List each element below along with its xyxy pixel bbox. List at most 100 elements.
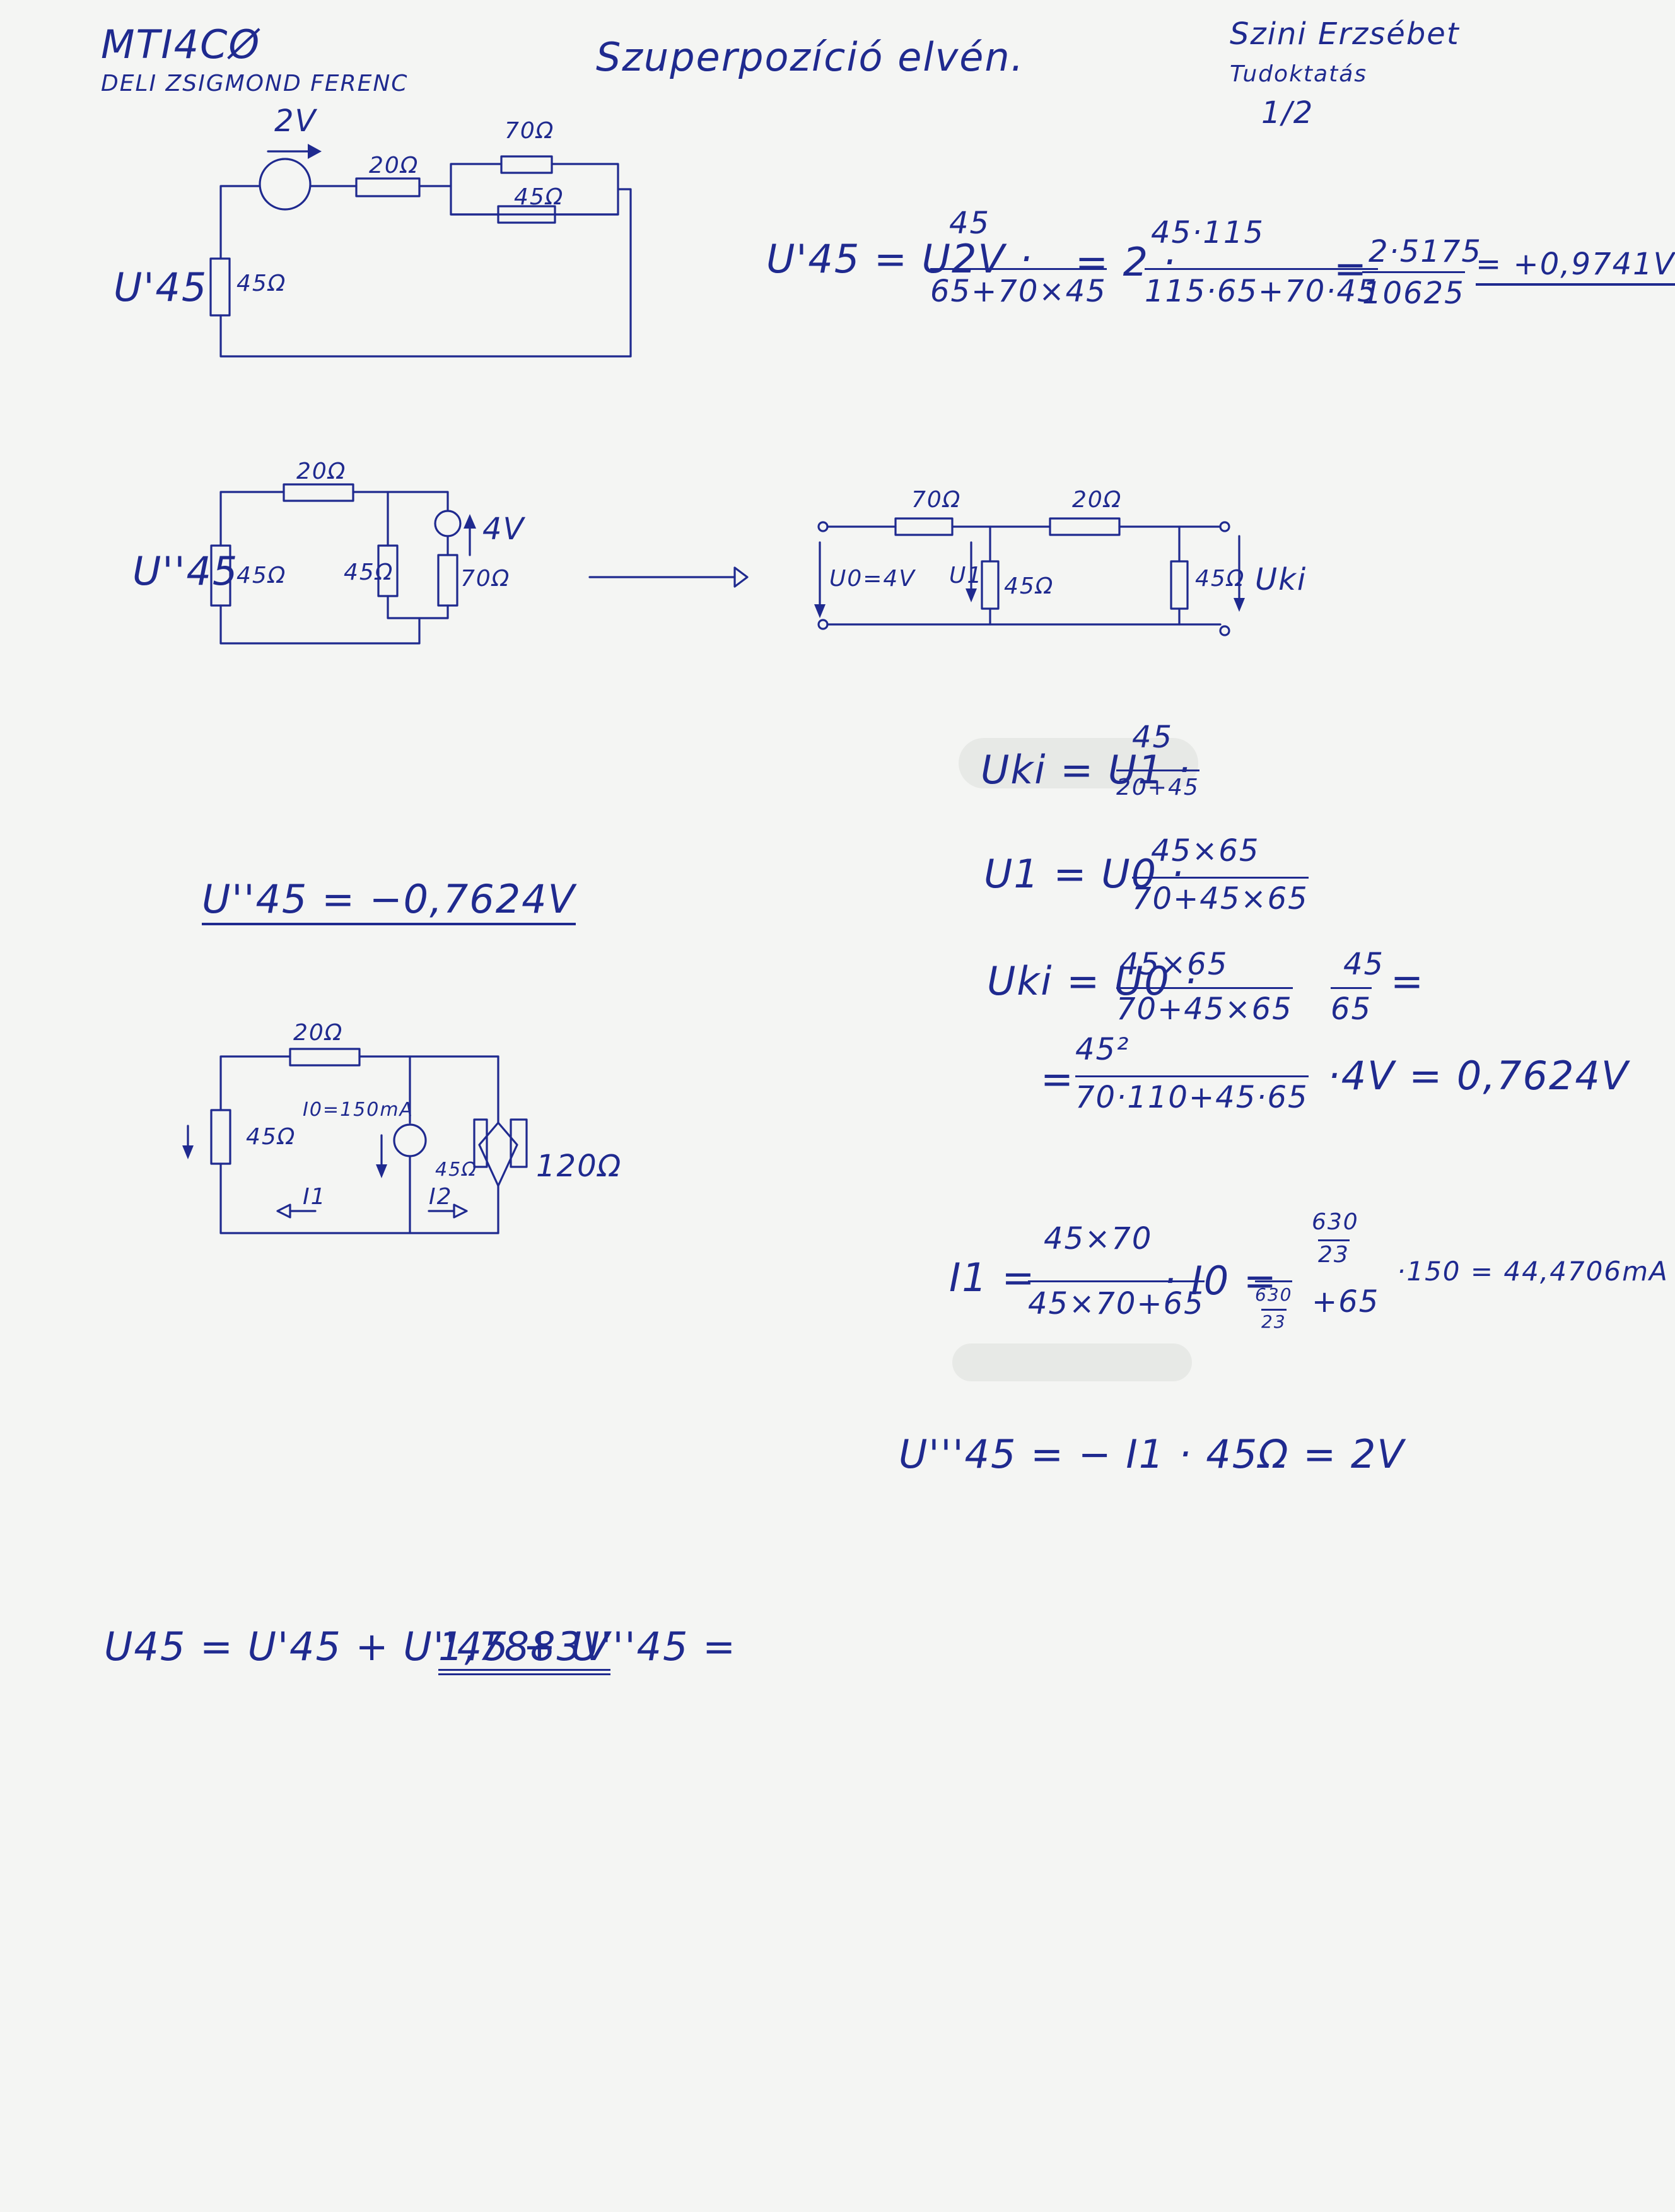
resistor-70 [500,155,553,174]
fraction-numerator: 630 [1312,1209,1359,1235]
arrow-icon [814,604,826,618]
fraction-numerator: 45 [1132,720,1174,755]
fraction-denominator: 630 [1255,1280,1293,1304]
equation-1-lhs: U'45 = U2V · [766,236,1034,282]
fraction-numerator: 23 [1318,1239,1350,1267]
resistor-45-parallel [497,205,556,224]
circuit-4 [182,1048,528,1234]
equation-text: I1 = [949,1255,1036,1301]
equation-1-result: = +0,9741V [1476,249,1675,286]
resistor-label: 45Ω [514,184,564,210]
resistor-20 [355,177,421,197]
resistor-label: 45Ω [246,1124,296,1150]
fraction-denominator: 70+45×65 [1132,877,1309,914]
fraction-denominator: 65+70×45 [930,268,1107,307]
current-result: ·150 = 44,4706mA [1397,1256,1669,1287]
source-voltage-label: 4V [482,512,525,547]
fraction-denominator: 115·65+70·45 [1145,268,1378,307]
final-equation: U45 = U'45 + U''45 + U'''45 = [104,1624,737,1670]
fraction-denominator: 45×70+65 [1028,1280,1205,1319]
fraction-denominator: 10625 [1362,271,1465,308]
resistor-label: 120Ω [536,1149,622,1184]
resistor-label: 45Ω [236,271,287,296]
resistor-70 [894,517,954,536]
paper-crease [959,738,1198,788]
equation-text: U1 = U0 · [984,851,1185,897]
page-number: 1/2 [1261,95,1314,131]
resistor-label: 45Ω [435,1159,478,1181]
resistor-70 [437,554,458,607]
fraction-denominator: +65 [1312,1284,1380,1320]
fraction-numerator: 45×65 [1119,947,1229,982]
fraction-denominator: 70+45×65 [1116,987,1293,1024]
fraction-numerator: 45×70 [1044,1221,1153,1256]
fraction-denominator: 23 [1261,1309,1287,1331]
subject-name: Tudoktatás [1230,61,1368,87]
fraction-denominator: 70·110+45·65 [1075,1075,1309,1113]
current-label: I2 [429,1184,453,1210]
student-code: MTI4CØ [101,21,261,67]
current-source-symbol [393,1123,427,1157]
fraction-numerator: 45 [1343,947,1385,982]
resistor-label: 70Ω [911,487,962,513]
voltage-label: U1 [949,563,983,588]
voltage-label: U'45 [114,264,208,310]
circuit-2 [210,483,749,645]
source-voltage-label: 2V [274,103,317,139]
resistor-label: 45Ω [1195,566,1246,592]
arrow-icon [966,588,977,602]
student-name: DELI ZSIGMOND FERENC [101,71,409,97]
arrow-icon [464,514,476,529]
voltage-source-symbol [434,510,462,537]
fraction-denominator: 20+45 [1116,770,1199,799]
resistor-20 [289,1048,361,1067]
resistor-45-shunt2 [1170,560,1189,610]
resistor-45-shunt1 [981,560,1000,610]
resistor-label: 45Ω [344,559,394,585]
resistor-label: 20Ω [1072,487,1123,513]
fraction-denominator: 65 [1331,987,1372,1024]
result-u45-third: U'''45 = − I1 · 45Ω = 2V [899,1431,1405,1477]
fraction-numerator: 2·5175 [1369,234,1482,269]
circuit-drawings [182,144,1245,1234]
voltage-source-symbol [259,158,312,211]
input-voltage-label: U0=4V [829,566,916,592]
voltage-label: U''45 [132,548,239,594]
equation-text: = [1391,958,1425,1004]
current-source-label: I0=150mA [303,1099,414,1121]
page-title: Szuperpozíció elvén. [596,34,1025,80]
resistor-label: 45Ω [1004,573,1054,599]
resistor-45-left [210,1109,231,1165]
arrow-icon [1234,598,1245,612]
resistor-label: 70Ω [505,118,555,144]
equation-text: = [1041,1056,1075,1102]
arrow-icon [308,144,322,159]
resistor-20 [283,483,354,502]
resistor-45-left [209,257,231,317]
resistor-label: 20Ω [369,153,419,178]
resistor-label: 20Ω [296,459,347,484]
circuit-3 [814,517,1245,636]
arrow-icon [182,1145,194,1159]
fraction-numerator: 45·115 [1151,215,1264,250]
uki-result: ·4V = 0,7624V [1328,1053,1630,1099]
equation-text: = 2 · [1075,239,1177,285]
current-label: I1 [303,1184,327,1210]
resistor-20 [1049,517,1121,536]
arrow-icon [376,1164,387,1178]
equation-text: Uki = U0 · [987,958,1198,1004]
resistor-120 [510,1118,528,1168]
final-result-value: 1,7883V [438,1627,611,1675]
paper-crease [952,1343,1192,1381]
equation-text: = [1334,245,1368,291]
resistor-label: 70Ω [460,566,511,592]
arrow-icon [733,566,749,588]
fraction-numerator: 45×65 [1151,833,1260,869]
fraction-numerator: 45² [1075,1032,1130,1067]
result-u45-second: U''45 = −0,7624V [202,880,576,925]
resistor-label: 45Ω [236,563,287,588]
circuit-1 [209,144,632,358]
resistor-label: 20Ω [293,1020,344,1046]
output-voltage-label: Uki [1255,562,1307,597]
fraction-numerator: 45 [949,206,991,241]
